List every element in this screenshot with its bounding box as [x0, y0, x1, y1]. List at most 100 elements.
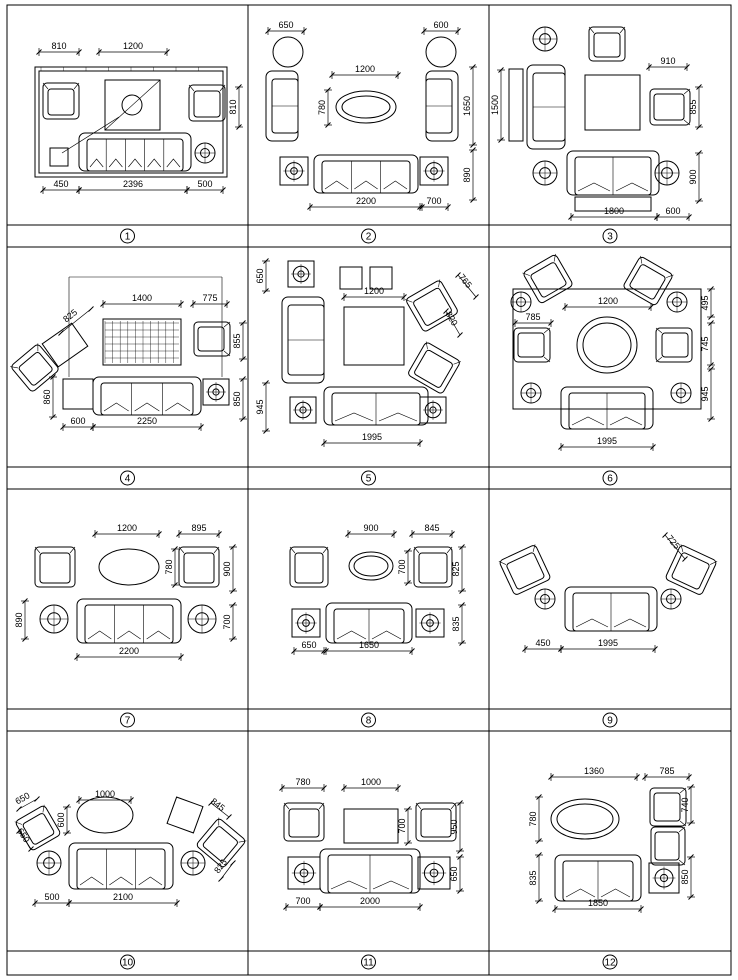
armchair-symbol [650, 826, 686, 866]
dimension-line: 1650 [323, 640, 415, 655]
dimension-label: 910 [660, 56, 675, 66]
dimension-line: 780 [317, 87, 332, 128]
dimension-label: 810 [51, 41, 66, 51]
panel-number: 10 [122, 958, 134, 969]
dimension-label: 500 [197, 179, 212, 189]
dimension-label: 700 [426, 196, 441, 206]
dimension-line: 895 [176, 523, 222, 538]
sofa-symbol [78, 132, 192, 172]
dimension-line: 910 [646, 56, 690, 71]
dimension-line: 825 [58, 306, 94, 336]
armchair-symbol [193, 321, 231, 357]
dimension-label: 890 [14, 612, 24, 627]
dimension-line: 600 [654, 206, 692, 221]
dimension-label: 600 [70, 416, 85, 426]
panel-number-circle [120, 228, 135, 244]
lamp-symbol [532, 26, 558, 52]
coffee-table-symbol [104, 79, 161, 131]
dimension-label: 2200 [356, 196, 376, 206]
dimension-line: 2100 [66, 892, 180, 907]
side-table-symbol [417, 856, 451, 890]
dimension-line: 1200 [562, 296, 654, 311]
side-table-symbol [291, 608, 321, 638]
dimension-line: 650 [265, 20, 307, 35]
dimension-label: 650 [255, 268, 265, 283]
dimension-line: 600 [56, 804, 71, 836]
dimension-line: 740 [680, 784, 695, 826]
dimension-label: 450 [53, 179, 68, 189]
panel-number: 8 [366, 716, 372, 727]
dimension-line: 835 [451, 602, 466, 646]
dimension-label: 900 [363, 523, 378, 533]
dimension-label: 785 [659, 766, 674, 776]
ottoman-symbol [425, 36, 457, 68]
lamp-symbol [187, 604, 217, 634]
dimension-label: 785 [525, 312, 540, 322]
dimension-line: 945 [700, 366, 715, 422]
panel-number: 12 [604, 958, 616, 969]
panel-number-label: 9 [602, 712, 618, 728]
dimension-line: 650 [291, 640, 327, 655]
dimension-label: 1200 [598, 296, 618, 306]
lamp-symbol [660, 588, 682, 610]
panel-number-label: 8 [361, 712, 376, 728]
side-table-symbol [62, 378, 94, 410]
side-table-symbol [419, 156, 449, 186]
dimension-label: 500 [44, 892, 59, 902]
panel-number: 11 [363, 958, 374, 969]
dimension-label: 890 [462, 167, 472, 182]
armchair-symbol [188, 84, 226, 122]
dimension-line: 890 [462, 147, 477, 203]
dimension-label: 1400 [132, 293, 152, 303]
armchair-symbol [522, 253, 573, 304]
dimension-label: 850 [680, 869, 690, 884]
dimension-line: 650 [15, 826, 34, 852]
dimension-label: 740 [680, 797, 690, 812]
dimension-line: 650 [255, 258, 270, 294]
dimension-line: 700 [417, 196, 451, 211]
dimension-label: 2000 [360, 896, 380, 906]
armchair-symbol [513, 327, 551, 363]
panel-number-label: 2 [361, 228, 376, 244]
dimension-label: 2396 [123, 179, 143, 189]
sofa-symbol [554, 854, 642, 902]
console-table-symbol [508, 68, 524, 142]
dimension-line: 1000 [76, 789, 134, 804]
panel-number-circle [602, 712, 618, 728]
dimension-line: 850 [680, 854, 695, 900]
panel-6: 1200 495 785 745 945 1995 [510, 253, 715, 451]
dimension-label: 950 [449, 819, 459, 834]
armchair-symbol [42, 82, 80, 120]
dimension-line: 900 [222, 544, 237, 594]
lamp-symbol [39, 604, 69, 634]
coffee-table-symbol [76, 796, 134, 834]
dimension-label: 745 [700, 336, 710, 351]
armchair-symbol [655, 327, 693, 363]
dimension-line: 700 [397, 806, 412, 846]
dimension-label: 780 [164, 559, 174, 574]
dimension-label: 1200 [364, 286, 384, 296]
dimension-line: 500 [184, 179, 226, 194]
armchair-symbol [649, 88, 691, 126]
sofa-symbol [566, 150, 660, 196]
panel-number-label: 6 [602, 470, 618, 486]
dimension-line: 900 [345, 523, 397, 538]
dimension-label: 2200 [119, 646, 139, 656]
sheet-frame [6, 4, 732, 976]
dimension-line: 1200 [92, 523, 162, 538]
dimension-line: 1995 [558, 436, 656, 451]
dimension-line: 820 [443, 308, 463, 338]
dimension-label: 495 [700, 295, 710, 310]
sofa-symbol [265, 70, 299, 142]
sofa-symbol [76, 598, 182, 644]
dimension-line: 890 [14, 598, 29, 642]
dimension-label: 845 [424, 523, 439, 533]
armchair-symbol [196, 817, 247, 868]
dimension-label: 1200 [355, 64, 375, 74]
